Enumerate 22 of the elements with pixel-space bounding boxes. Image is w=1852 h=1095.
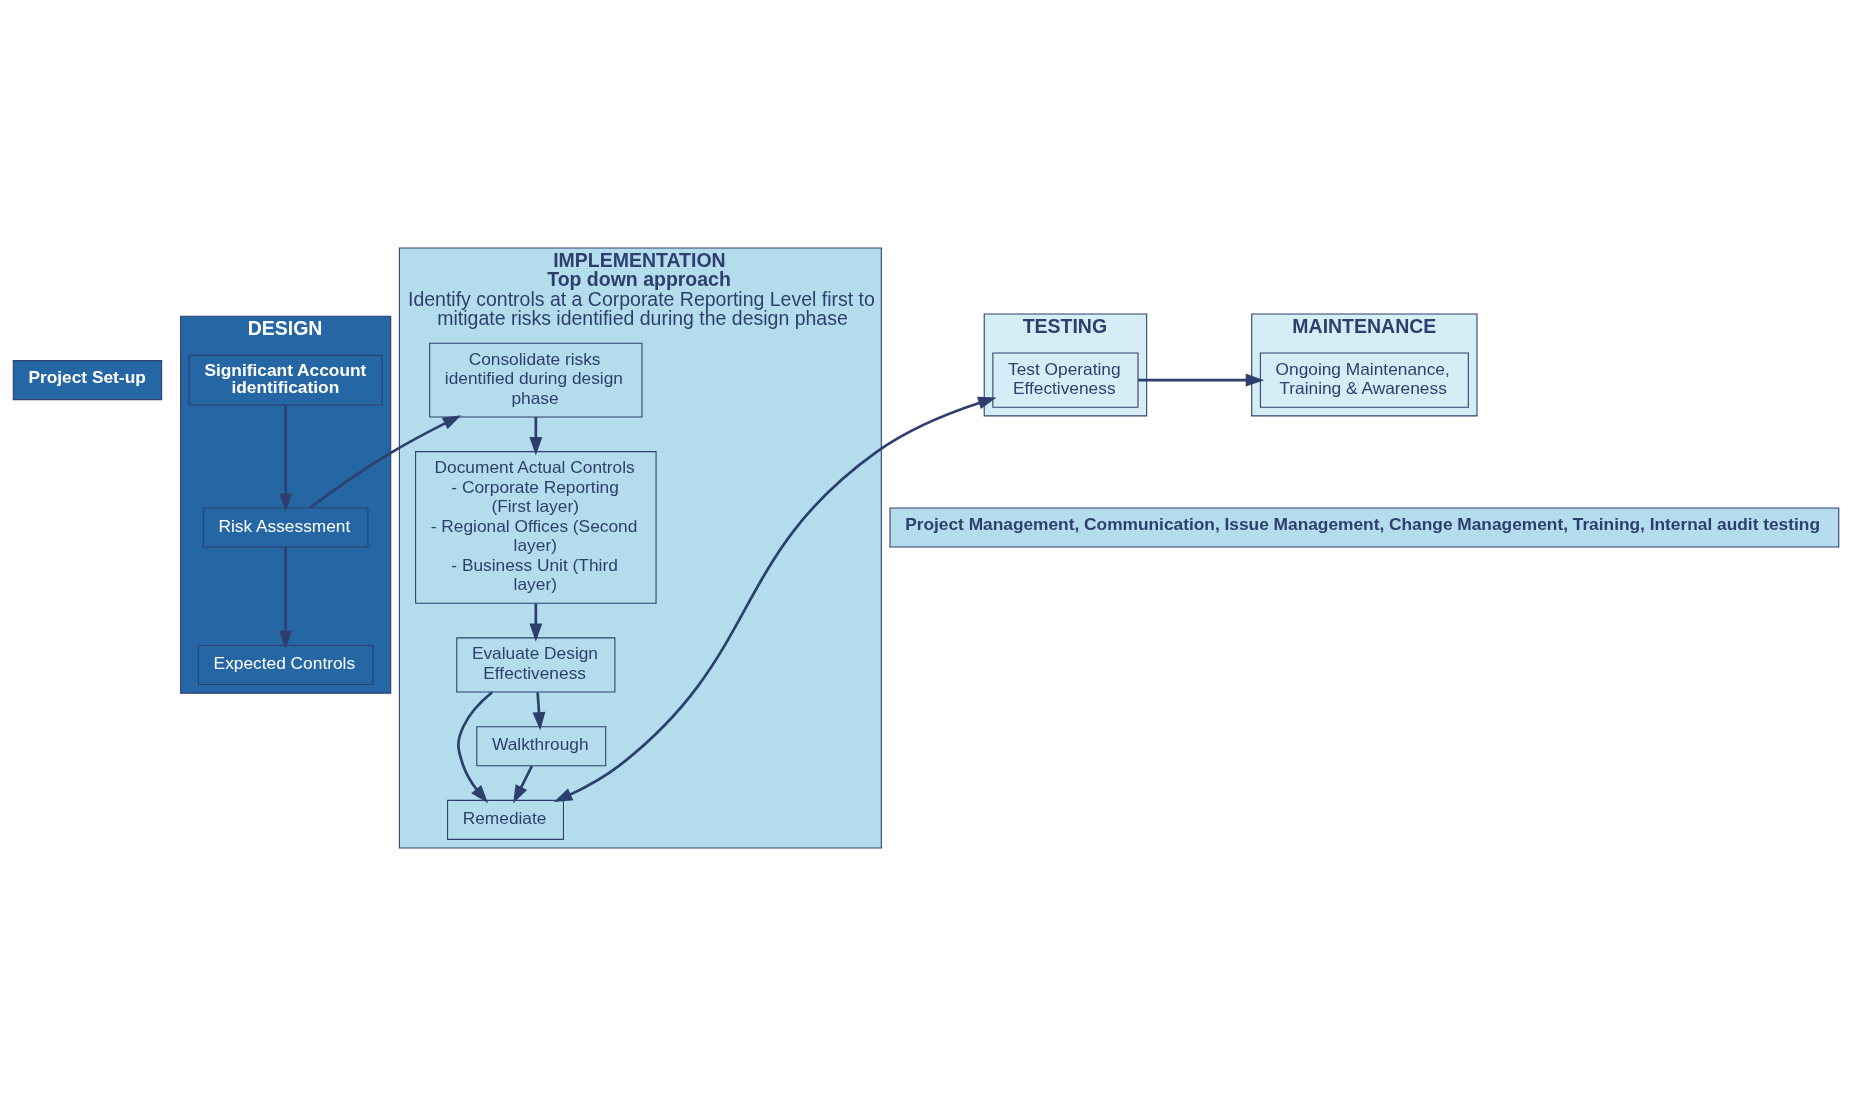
node-box: Risk Assessment: [202, 506, 369, 547]
node-box: Walkthrough: [476, 725, 607, 766]
node-box: Evaluate Design Effectiveness: [456, 636, 616, 693]
arrow: [309, 414, 462, 509]
node-box: Consolidate risks identified during design phase: [429, 342, 643, 417]
arrow: [1138, 373, 1265, 387]
arrow: [279, 546, 293, 649]
node-box: Remediate: [447, 799, 564, 840]
arrow: [529, 602, 543, 642]
arrow: [457, 690, 493, 803]
node-box: Project Management, Communication, Issue Management, Change Management, Training, Internal audit testing: [889, 506, 1840, 547]
node-box: Significant Account identification: [188, 354, 383, 406]
node-box: Ongoing Maintenance, Training & Awareness: [1259, 352, 1469, 408]
node-box: Project Set-up: [12, 359, 163, 400]
arrow: [553, 396, 997, 802]
node-box: Expected Controls: [197, 644, 374, 685]
arrow: [532, 691, 546, 730]
node-box: Test Operating Effectiveness: [992, 352, 1139, 408]
arrow: [279, 404, 293, 512]
arrow: [513, 764, 534, 804]
arrow: [529, 416, 543, 455]
node-box: Document Actual Controls - Corporate Reporting (First layer) - Regional Offices (Second layer) - Business Unit (Third layer): [415, 450, 657, 604]
